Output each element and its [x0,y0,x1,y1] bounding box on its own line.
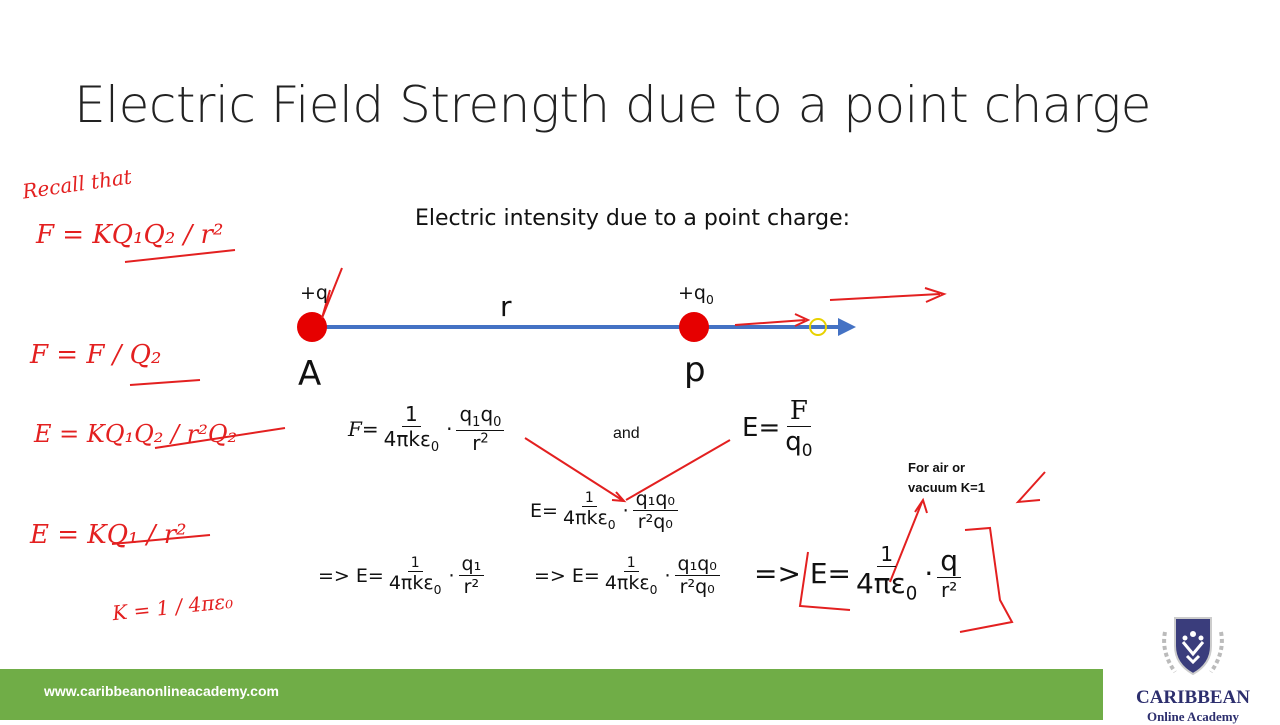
point-p-label: p [684,350,706,390]
handwritten-step-1: F = F / Q₂ [30,340,162,370]
charge-p-label: +q0 [678,282,714,307]
charge-a-label: +q [300,282,328,304]
ink-annotations [111,249,1046,633]
vacuum-note: For air or vacuum K=1 [908,460,985,495]
and-label: and [613,425,640,442]
cursor-highlight [809,318,827,336]
charge-a [297,312,327,342]
footer-url[interactable]: www.caribbeanonlineacademy.com [44,683,279,699]
academy-logo: CARIBBEAN Online Academy [1128,612,1258,725]
slide-title: Electric Field Strength due to a point c… [74,76,1151,134]
slide-subtitle: Electric intensity due to a point charge… [415,206,851,231]
shield-icon [1162,617,1224,676]
distance-label: r [500,290,512,323]
field-arrowhead [838,318,856,336]
charge-p [679,312,709,342]
footer-bar [0,669,1103,720]
handwritten-coulomb: F = KQ₁Q₂ / r² [36,220,224,250]
handwritten-step-2: E = KQ₁Q₂ / r²Q₂ [34,420,238,448]
point-a-label: A [298,354,322,394]
handwritten-step-3: E = KQ₁ / r² [30,520,187,550]
